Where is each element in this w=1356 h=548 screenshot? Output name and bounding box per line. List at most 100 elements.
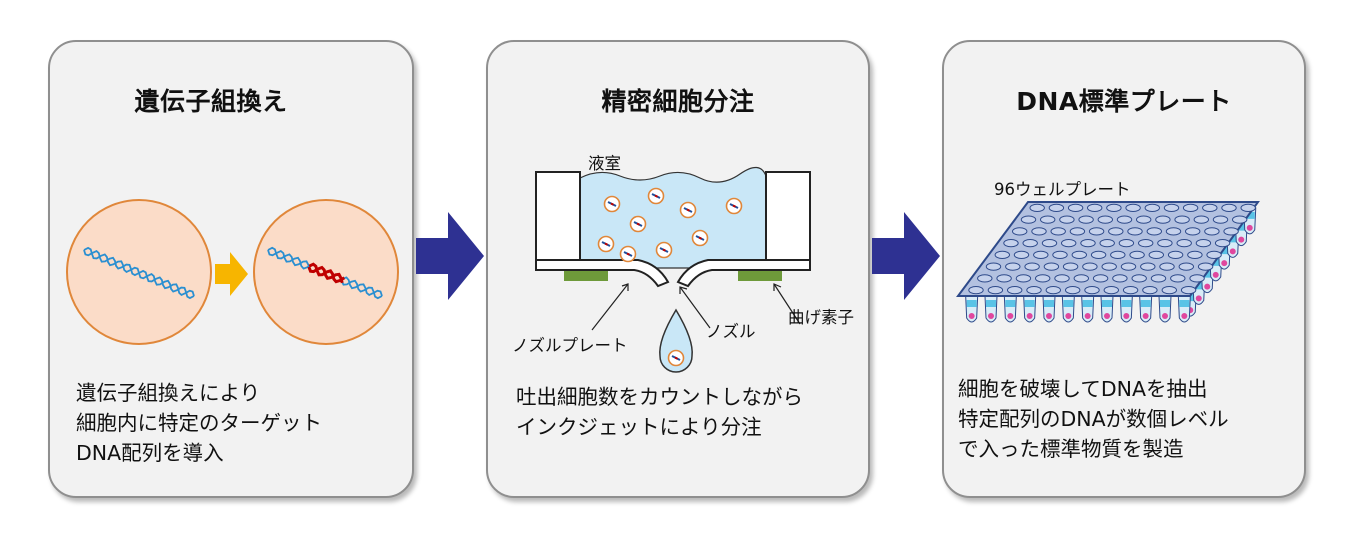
well (1212, 215, 1229, 224)
well-plate-illustration (956, 201, 1260, 323)
well (1206, 250, 1222, 260)
cell-insert-mark (662, 248, 666, 252)
well (1136, 215, 1152, 224)
tube-sample (1065, 313, 1072, 319)
well (985, 262, 1002, 271)
well (1080, 239, 1096, 248)
well (987, 286, 1004, 295)
tube-sample (1212, 271, 1219, 278)
well (1232, 215, 1248, 224)
well (1204, 227, 1220, 236)
cell-insert-mark (626, 252, 630, 256)
well (1189, 274, 1205, 283)
cell-in-droplet (667, 349, 685, 367)
tube-sample (1229, 248, 1236, 255)
well (1082, 262, 1098, 271)
well (1197, 262, 1214, 271)
desc-line: 細胞を破壊してDNAを抽出 (958, 377, 1208, 401)
well (1110, 250, 1126, 260)
well (1054, 274, 1070, 283)
well (1108, 227, 1124, 236)
chamber-label: 液室 (588, 154, 621, 173)
well (1118, 239, 1135, 248)
panel-title: DNA標準プレート (1016, 87, 1232, 116)
panel-genetic-recombination: 遺伝子組換え 遺伝子組換えにより 細胞内に特定のターゲット DNA配列を導入 (48, 40, 414, 498)
well (1033, 250, 1049, 260)
cell-insert-mark (732, 204, 736, 208)
tube-sample (1204, 283, 1211, 290)
cell-insert-mark (686, 208, 690, 212)
well (1006, 286, 1023, 295)
desc-line: 吐出細胞数をカウントしながら (516, 385, 803, 409)
well (1125, 203, 1141, 212)
well (1013, 250, 1030, 260)
dna-strand-original (83, 246, 195, 300)
well (1193, 215, 1209, 224)
well (1157, 239, 1173, 248)
well (1178, 262, 1195, 271)
well (1182, 203, 1199, 212)
nozzle-plate-label: ノズルプレート (512, 336, 628, 355)
panel-description: 吐出細胞数をカウントしながら インクジェットにより分注 (516, 382, 803, 442)
tube-liquid (1244, 211, 1255, 219)
nozzle-plate-leader (591, 283, 629, 331)
tube-sample (1026, 313, 1033, 319)
well (994, 250, 1010, 260)
tube-liquid (986, 300, 996, 307)
tube-liquid (1082, 300, 1093, 307)
bending-element-right (738, 271, 782, 281)
well (1112, 274, 1128, 283)
plate-top (956, 201, 1260, 297)
well (1071, 250, 1088, 260)
tube-liquid (1063, 300, 1074, 307)
well (1129, 250, 1145, 260)
tube-sample (1123, 313, 1130, 319)
well (1084, 286, 1100, 295)
well (1015, 274, 1032, 283)
tube-liquid (1219, 247, 1230, 255)
nozzle-plate-right (676, 259, 811, 288)
well (1122, 286, 1139, 295)
well (1170, 274, 1186, 283)
well (1167, 250, 1184, 260)
well (1099, 239, 1115, 248)
tube-sample (1181, 313, 1188, 319)
cell-insert-mark (654, 194, 658, 198)
well (1043, 262, 1060, 271)
well (1059, 215, 1075, 224)
well (1003, 239, 1019, 248)
chamber-wall-left (535, 171, 581, 271)
well (1035, 274, 1051, 283)
well (1131, 274, 1147, 283)
tube-liquid (1179, 300, 1190, 307)
well-tubes (965, 207, 1257, 323)
well (968, 286, 984, 295)
process-arrow-icon (416, 212, 484, 300)
well (1088, 227, 1105, 236)
well (1148, 250, 1165, 260)
well (1223, 227, 1239, 236)
tube-sample (968, 313, 975, 319)
well (1022, 239, 1038, 248)
dna-strand-recombinant (267, 246, 383, 300)
well (1041, 239, 1058, 248)
tube-liquid (1005, 300, 1016, 307)
cells-in-chamber (597, 187, 743, 263)
tube-sample (1162, 313, 1168, 319)
well (1240, 203, 1256, 212)
well (1127, 227, 1143, 236)
well (977, 274, 993, 283)
nozzle-leader (679, 286, 711, 329)
panel-description: 遺伝子組換えにより 細胞内に特定のターゲット DNA配列を導入 (76, 378, 322, 468)
tube-liquid (1193, 282, 1204, 290)
leader-arrowhead (621, 283, 629, 291)
tube-sample (1195, 295, 1202, 302)
tube-sample (1246, 224, 1253, 231)
nozzle-label: ノズル (706, 322, 756, 341)
well (1040, 215, 1056, 224)
tube-liquid (1140, 300, 1151, 307)
well (1065, 286, 1081, 295)
well (1146, 227, 1163, 236)
tube-liquid (966, 300, 977, 307)
tube-liquid (1227, 235, 1238, 243)
